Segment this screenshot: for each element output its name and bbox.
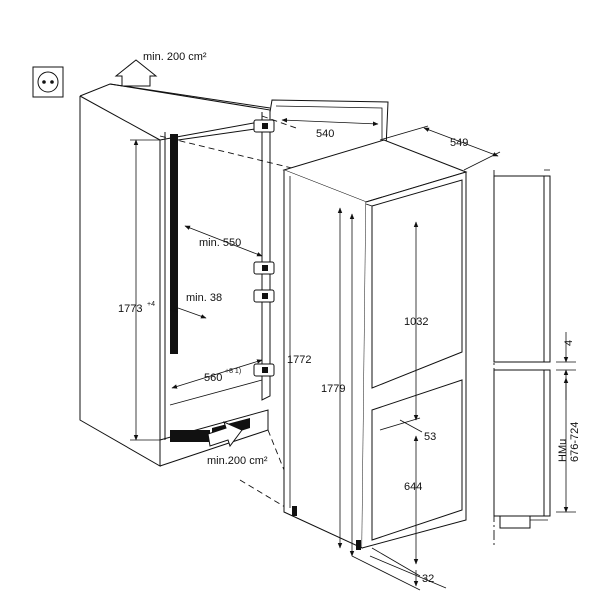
hmu-label: HMu	[557, 439, 569, 462]
dim-door-644	[379, 417, 421, 565]
dim-niche-height	[130, 139, 160, 441]
height-1772-label: 1772	[287, 354, 311, 366]
hmu-range-label: 676-724	[569, 422, 581, 462]
dim-height-1779	[349, 213, 421, 591]
dim-niche-width	[171, 359, 263, 389]
vent-bottom-label: min.200 cm²	[207, 455, 268, 467]
airflow-in-arrow-icon	[207, 421, 243, 448]
dim-min-550	[184, 225, 263, 257]
kitchen-cabinet	[79, 83, 271, 467]
niche-width-sup: +8 1)	[225, 368, 241, 375]
min-550-label: min. 550	[199, 237, 241, 249]
hinge-icons	[253, 119, 275, 377]
guide-lines	[159, 115, 301, 511]
niche-width-label: 560	[204, 372, 222, 384]
cabinet-door	[269, 99, 389, 149]
door-1032-label: 1032	[404, 316, 428, 328]
min-38-label: min. 38	[186, 292, 222, 304]
vent-top-label: min. 200 cm²	[143, 51, 207, 63]
gap-4-label: 4	[563, 340, 575, 346]
power-socket-icon	[32, 66, 64, 98]
height-1779-label: 1779	[321, 383, 345, 395]
fridge-appliance	[282, 139, 468, 550]
dim-depth-540	[281, 117, 379, 127]
door-32-label: 32	[422, 573, 434, 585]
airflow-up-arrow-icon	[114, 59, 158, 87]
niche-height-sup: +4	[147, 301, 155, 308]
depth-540-label: 540	[316, 128, 334, 140]
door-53-label: 53	[424, 431, 436, 443]
furniture-door-profile	[493, 169, 551, 548]
dim-min-38	[169, 307, 207, 319]
dim-hmu	[556, 377, 576, 513]
dim-depth-549	[379, 125, 501, 171]
dim-door-32	[369, 547, 447, 589]
depth-549-label: 549	[450, 137, 468, 149]
dim-door-53	[399, 419, 423, 433]
niche-height-label: 1773	[118, 303, 142, 315]
door-644-label: 644	[404, 481, 422, 493]
